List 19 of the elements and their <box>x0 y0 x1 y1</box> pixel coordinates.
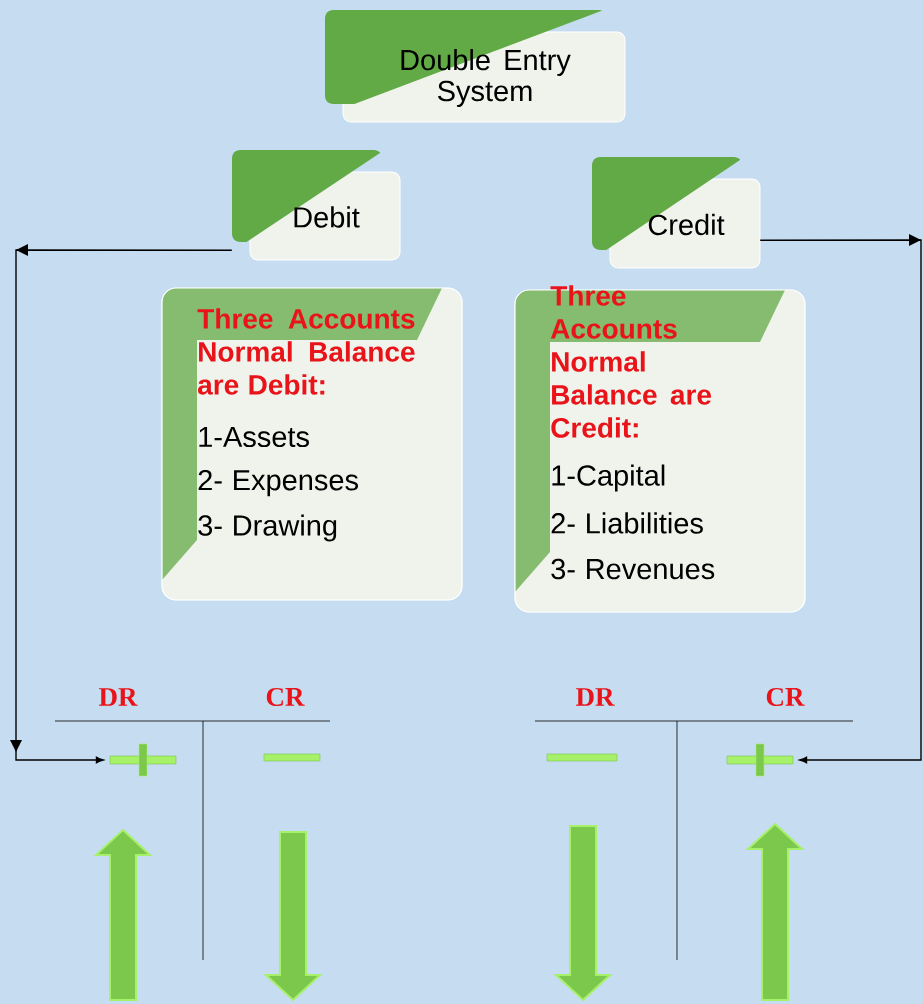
category-box: Debit <box>232 150 401 261</box>
column-label: DR <box>98 688 138 706</box>
connector-arrow <box>759 234 922 764</box>
list-item: 2- Expenses <box>198 469 358 497</box>
plus-sign <box>726 743 794 777</box>
connector-arrow <box>10 244 233 764</box>
column-label: DR <box>575 688 615 706</box>
column-label: CR <box>766 687 805 707</box>
list-item: 1-Assets <box>199 426 309 448</box>
box-heading: Three Accounts Normal Balance are Credit: <box>550 285 711 438</box>
plus-sign <box>109 743 177 777</box>
list-item: 3- Revenues <box>551 558 715 580</box>
list-item: 1-Capital <box>552 464 665 492</box>
list-item: 2- Liabilities <box>551 512 703 534</box>
list-item: 3- Drawing <box>198 514 337 542</box>
column-label: CR <box>266 687 305 707</box>
account-box <box>161 287 463 601</box>
box-heading: Three Accounts Normal Balance are Debit: <box>197 308 415 395</box>
category-box: Credit <box>592 157 761 269</box>
